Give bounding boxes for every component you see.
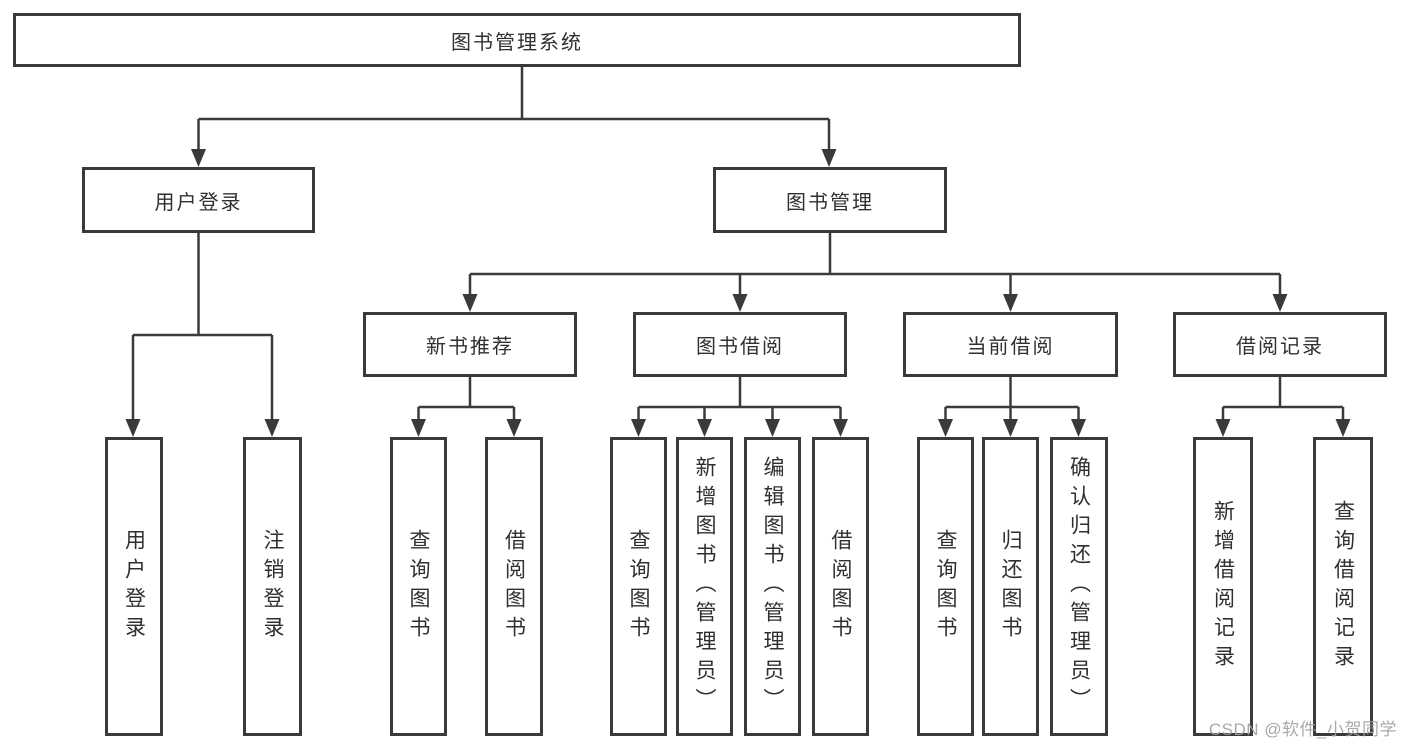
leaf-record-add-label: 新增借阅记录 — [1211, 499, 1235, 674]
leaf-record-query-label: 查询借阅记录 — [1331, 499, 1355, 674]
arrowhead — [1003, 294, 1018, 312]
arrowhead — [732, 294, 748, 312]
connector-arrowheads — [125, 149, 1351, 437]
node-root-system: 图书管理系统 — [13, 13, 1021, 67]
leaf-newbook-borrow: 借阅图书 — [485, 437, 543, 736]
leaf-current-return: 归还图书 — [982, 437, 1039, 736]
leaf-borrow-edit-admin-label: 编辑图书（管理员） — [761, 456, 784, 717]
leaf-logout-label: 注销登录 — [261, 528, 284, 645]
node-book-management-label: 图书管理 — [786, 191, 874, 214]
node-current-borrow-label: 当前借阅 — [966, 336, 1055, 358]
leaf-current-query-label: 查询图书 — [934, 528, 957, 645]
arrowhead — [1335, 419, 1351, 437]
arrowhead — [765, 419, 780, 437]
leaf-user-login: 用户登录 — [105, 437, 163, 736]
node-borrow-records: 借阅记录 — [1173, 312, 1387, 377]
arrowhead — [191, 149, 206, 167]
node-book-borrow: 图书借阅 — [633, 312, 847, 377]
arrowhead — [631, 419, 646, 437]
arrowhead — [264, 419, 280, 437]
leaf-borrow-edit-admin: 编辑图书（管理员） — [744, 437, 801, 736]
arrowhead — [833, 419, 848, 437]
leaf-user-login-label: 用户登录 — [122, 528, 146, 645]
arrowhead — [1272, 294, 1288, 312]
leaf-newbook-query: 查询图书 — [390, 437, 447, 736]
leaf-record-query: 查询借阅记录 — [1313, 437, 1373, 736]
leaf-record-add: 新增借阅记录 — [1193, 437, 1253, 736]
arrowhead — [1215, 419, 1231, 437]
leaf-current-confirm-admin-label: 确认归还（管理员） — [1067, 456, 1091, 717]
arrowhead — [938, 419, 953, 437]
arrowhead — [1003, 419, 1018, 437]
arrowhead — [506, 419, 522, 437]
leaf-current-return-label: 归还图书 — [999, 528, 1022, 645]
leaf-current-confirm-admin: 确认归还（管理员） — [1050, 437, 1108, 736]
leaf-borrow-query-label: 查询图书 — [627, 528, 650, 645]
arrowhead — [411, 419, 426, 437]
node-book-management: 图书管理 — [713, 167, 947, 233]
leaf-borrow-book-label: 借阅图书 — [829, 528, 852, 645]
leaf-borrow-add-admin-label: 新增图书（管理员） — [693, 456, 716, 717]
node-current-borrow: 当前借阅 — [903, 312, 1118, 377]
leaf-logout: 注销登录 — [243, 437, 302, 736]
node-user-login-label: 用户登录 — [154, 191, 243, 214]
node-new-book-recommend-label: 新书推荐 — [426, 336, 514, 358]
arrowhead — [462, 294, 478, 312]
node-root-label: 图书管理系统 — [451, 31, 583, 54]
leaf-borrow-query: 查询图书 — [610, 437, 667, 736]
arrowhead — [821, 149, 837, 167]
node-borrow-records-label: 借阅记录 — [1236, 336, 1324, 358]
leaf-newbook-query-label: 查询图书 — [407, 528, 430, 645]
node-user-login: 用户登录 — [82, 167, 315, 233]
leaf-borrow-add-admin: 新增图书（管理员） — [676, 437, 733, 736]
arrowhead — [125, 419, 141, 437]
leaf-newbook-borrow-label: 借阅图书 — [502, 528, 526, 645]
arrowhead — [1071, 419, 1086, 437]
arrowhead — [697, 419, 712, 437]
leaf-borrow-book: 借阅图书 — [812, 437, 869, 736]
leaf-current-query: 查询图书 — [917, 437, 974, 736]
csdn-watermark: CSDN @软件_小贺同学 — [1208, 720, 1397, 739]
node-book-borrow-label: 图书借阅 — [696, 336, 784, 358]
node-new-book-recommend: 新书推荐 — [363, 312, 577, 377]
